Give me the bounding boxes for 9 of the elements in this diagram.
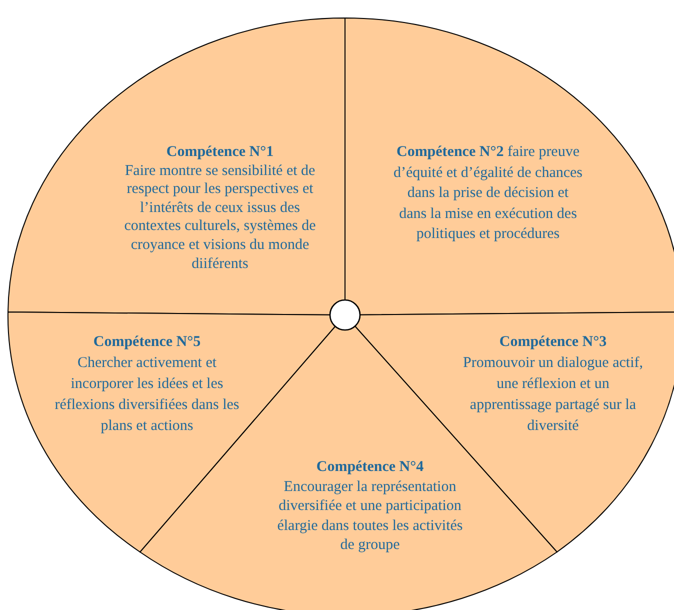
sector-text: Promouvoir un dialogue actif, une réflexion et un apprentissage partagé sur la diversité (462, 354, 644, 436)
sector-heading: Compétence N°4 (315, 458, 425, 477)
sector-text: Faire montre se sensibilité et de respect pour les perspectives et l’intérêts de ceux issus des contextes culturels, systèmes de croyance et visions du monde diiférents (123, 162, 317, 274)
sector-heading: Compétence N°1 (165, 143, 275, 162)
sector-text: Encourager la représentation diversifiée et une participation élargie dans toutes les activités de groupe (277, 478, 463, 555)
sector-text: Chercher activement et incorporer les idées et les réflexions diversifiées dans les plans et actions (54, 354, 240, 436)
sector-text: Compétence N°2 faire preuve d’équité et d’égalité de chances dans la prise de décision et dans la mise en exécution des politiques et procédures (393, 143, 583, 244)
sector-heading: Compétence N°5 (92, 333, 202, 352)
sector-heading: Compétence N°3 (498, 333, 608, 352)
